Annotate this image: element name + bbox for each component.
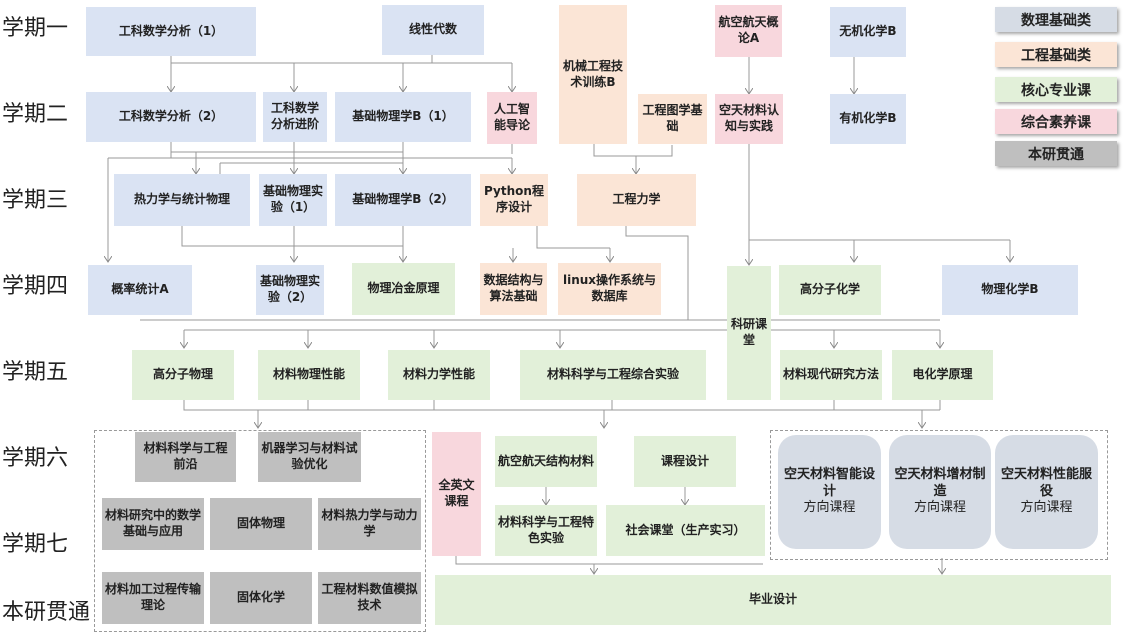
course-c41: 航空航天结构材料 [495,436,597,487]
course-c23: 科研课堂 [727,266,771,400]
course-c37: 材料加工过程传输理论 [102,572,204,624]
legend-graduate: 本研贯通 [995,141,1117,166]
course-c2: 线性代数 [382,5,484,55]
direction-course-1-title: 空天材料智能设计 [783,466,875,499]
course-c44: 社会课堂（生产实习） [606,505,765,556]
direction-course-3-sub: 方向课程 [1020,500,1073,516]
course-c30: 材料现代研究方法 [780,350,882,400]
direction-course-2: 空天材料增材制造 方向课程 [889,435,991,549]
course-c35: 固体物理 [210,498,312,550]
semester-label-1: 学期一 [2,16,69,41]
direction-course-3-title: 空天材料性能服役 [1000,466,1092,499]
course-c9: 人工智能导论 [487,92,537,144]
course-c42: 课程设计 [634,436,736,487]
course-c5: 无机化学B [830,7,906,57]
course-c45: 毕业设计 [435,575,1111,625]
direction-course-2-sub: 方向课程 [913,500,966,516]
direction-course-1: 空天材料智能设计 方向课程 [778,435,881,549]
course-c38: 固体化学 [210,572,312,624]
direction-course-2-title: 空天材料增材制造 [894,466,986,499]
course-c1: 工科数学分析（1） [86,7,256,56]
legend-core: 核心专业课 [995,77,1117,102]
course-c20: 物理冶金原理 [352,263,455,315]
semester-label-4: 学期四 [2,274,69,299]
course-c15: 基础物理学B（2） [335,174,471,226]
course-c17: 工程力学 [577,174,696,226]
course-c29: 材料科学与工程综合实验 [520,350,706,400]
course-c22: linux操作系统与数据库 [558,263,661,315]
course-c26: 高分子物理 [132,350,234,400]
legend-engineering: 工程基础类 [995,42,1117,67]
course-c28: 材料力学性能 [388,350,490,400]
direction-course-3: 空天材料性能服役 方向课程 [995,435,1098,549]
course-c8: 基础物理学B（1） [335,92,471,142]
direction-course-1-sub: 方向课程 [803,500,856,516]
course-c14: 基础物理实验（1） [259,174,327,226]
semester-label-6: 学期六 [2,446,69,471]
course-c39: 工程材料数值模拟技术 [318,572,421,624]
course-c7: 工科数学分析进阶 [263,92,327,142]
course-c43: 材料科学与工程特色实验 [495,505,597,556]
course-c25: 物理化学B [942,265,1078,315]
course-c12: 有机化学B [830,94,906,144]
course-c3: 机械工程技术训练B [559,5,627,144]
course-c6: 工科数学分析（2） [86,92,256,142]
semester-label-7: 学期七 [2,532,69,557]
course-c33: 机器学习与材料试验优化 [258,432,361,482]
course-c40: 全英文课程 [432,432,481,556]
semester-label-8: 本研贯通 [2,600,91,625]
course-c21: 数据结构与算法基础 [480,263,547,315]
course-c18: 概率统计A [88,265,192,315]
semester-label-3: 学期三 [2,188,69,213]
course-c31: 电化学原理 [892,350,993,400]
legend-math: 数理基础类 [995,7,1117,32]
semester-label-5: 学期五 [2,360,69,385]
course-c11: 空天材料认知与实践 [715,94,783,144]
course-c19: 基础物理实验（2） [256,265,324,315]
course-c34: 材料研究中的数学基础与应用 [102,498,204,550]
course-c36: 材料热力学与动力学 [318,498,421,550]
course-c24: 高分子化学 [779,265,881,315]
course-c13: 热力学与统计物理 [114,174,250,226]
course-c32: 材料科学与工程前沿 [135,432,236,482]
course-c16: Python程序设计 [480,174,548,226]
course-c4: 航空航天概论A [715,5,782,57]
course-c10: 工程图学基础 [638,94,707,144]
semester-label-2: 学期二 [2,102,69,127]
direction-course-group [770,430,1108,560]
course-c27: 材料物理性能 [258,350,360,400]
legend-literacy: 综合素养课 [995,109,1117,134]
